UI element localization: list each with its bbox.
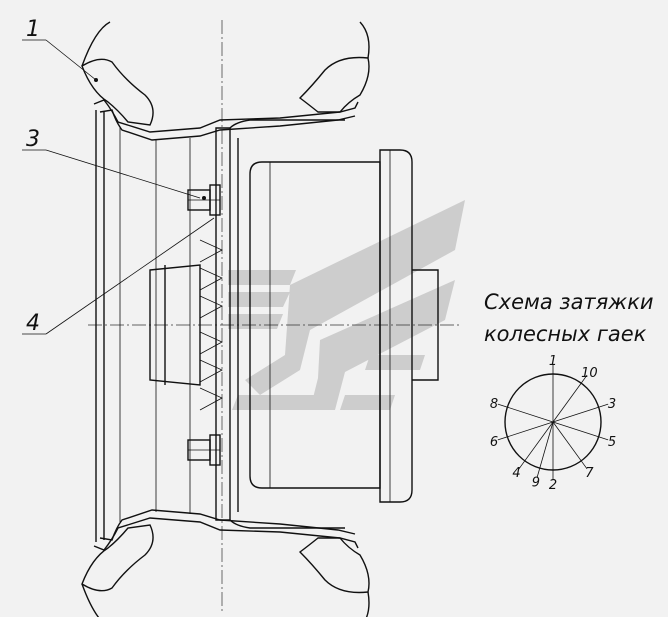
hub-drum-flange [379, 149, 413, 503]
tire-section-top-left [81, 58, 154, 126]
scheme-bolt-number-1: 1 [549, 354, 557, 369]
watermark-logo [228, 200, 465, 410]
tire-outline-bottom-right [365, 591, 370, 617]
scheme-spoke-6 [497, 421, 554, 441]
scheme-spoke-10 [552, 374, 588, 423]
rim-profile-top [93, 99, 359, 133]
scheme-bolt-number-2: 2 [549, 478, 557, 493]
callout-3-leader [45, 149, 201, 199]
callout-1-leader [45, 39, 97, 81]
scheme-bolt-number-4: 4 [512, 466, 520, 481]
callout-label-1: 1 [26, 17, 40, 42]
scheme-bolt-number-9: 9 [532, 476, 540, 491]
wheel-nut-top [187, 184, 221, 216]
scheme-spoke-8 [497, 403, 554, 423]
rim-profile-bottom [93, 517, 359, 551]
tire-outline-top-right [359, 21, 370, 59]
hub-fins [199, 239, 223, 411]
scheme-bolt-number-3: 3 [608, 397, 616, 412]
scheme-bolt-number-7: 7 [585, 466, 594, 481]
disc-top-flare [229, 119, 345, 129]
scheme-title-line1: Схема затяжки [484, 290, 654, 314]
scheme-spoke-4 [518, 421, 554, 470]
tire-section-top-right [298, 56, 370, 113]
callout-label-3: 3 [26, 127, 40, 152]
tire-outline-top-left [81, 21, 111, 67]
scheme-spoke-7 [552, 421, 588, 470]
scheme-title-line2: колесных гаек [484, 322, 647, 346]
hub-drum [249, 161, 381, 489]
tire-section-bottom-right [298, 537, 370, 594]
disc-bottom-flare [229, 519, 345, 529]
tire-section-bottom-left [81, 524, 154, 592]
tightening-scheme: 1 2 3 4 5 6 7 8 9 10 [490, 354, 616, 493]
scheme-spoke-5 [552, 421, 609, 441]
scheme-bolt-number-6: 6 [490, 435, 498, 450]
wheel-nut-bottom [187, 434, 221, 466]
scheme-bolt-number-8: 8 [490, 397, 498, 412]
hub-cap [149, 264, 201, 386]
axle-stub [412, 269, 439, 381]
scheme-bolt-number-5: 5 [608, 435, 616, 450]
callout-label-4: 4 [26, 311, 40, 336]
tire-outline-bottom-left [81, 583, 100, 617]
scheme-spoke-9 [536, 421, 554, 478]
callout-4-leader [45, 217, 215, 335]
scheme-bolt-number-10: 10 [581, 366, 598, 381]
scheme-spoke-3 [552, 403, 609, 423]
wheel-disc [215, 127, 231, 521]
